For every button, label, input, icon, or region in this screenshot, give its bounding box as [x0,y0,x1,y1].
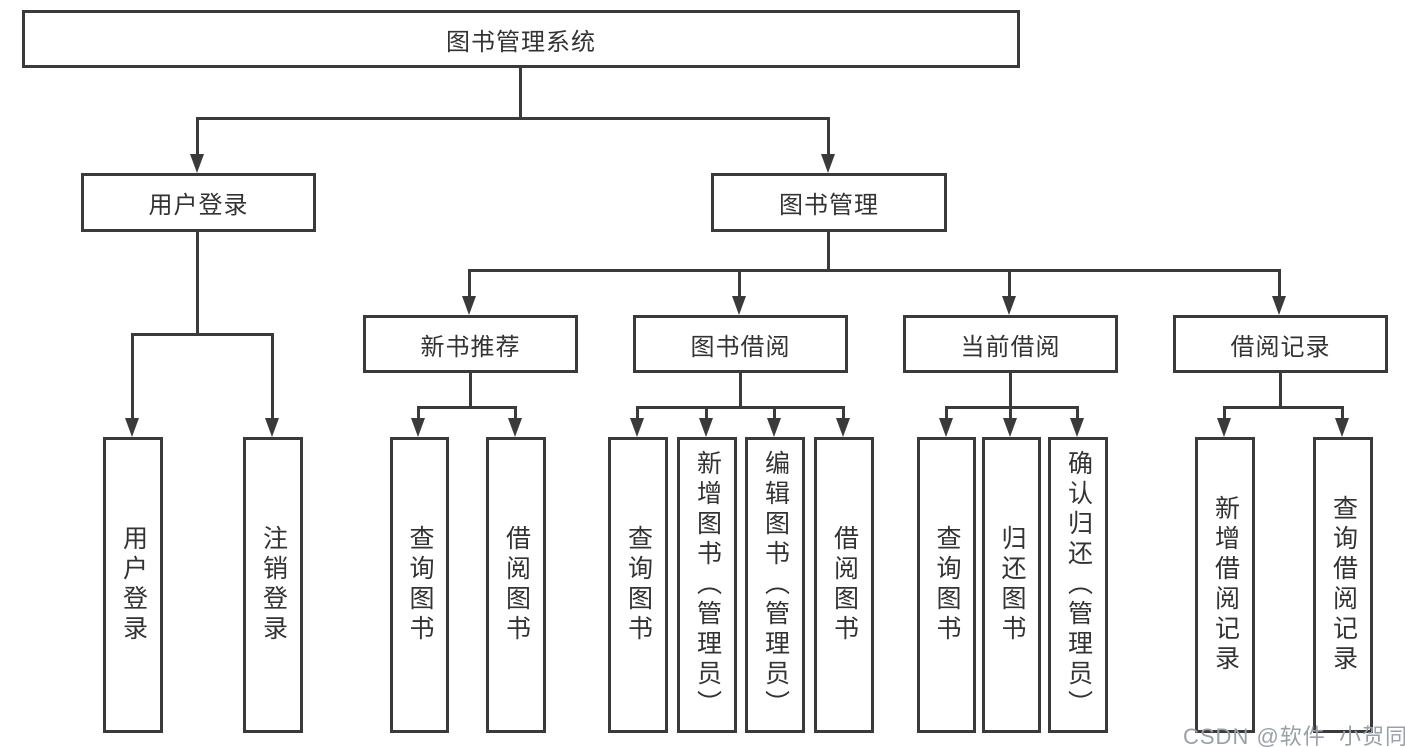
connector-line [945,406,1079,409]
leaf-add-books-admin: 新增图书（管理员） [677,437,737,733]
leaf-user-login: 用户登录 [103,437,163,733]
arrow-down-icon [265,418,279,437]
connector-line [271,333,274,419]
leaf-query-borrow-record: 查询借阅记录 [1313,437,1373,733]
connector-line [773,406,776,422]
connector-line [469,373,472,409]
leaf-query-books-borrow: 查询图书 [608,437,668,733]
csdn-watermark: CSDN @软件_小贺同学 [1183,724,1405,747]
leaf-return-books: 归还图书 [982,437,1041,733]
arrow-down-icon [462,296,476,315]
connector-line [1223,406,1226,422]
arrow-down-icon [821,154,835,173]
arrow-down-icon [1002,296,1016,315]
connector-line [514,406,517,422]
connector-line [945,406,948,422]
arrow-down-icon [630,418,644,437]
arrow-down-icon [1217,418,1231,437]
leaf-query-books-recommend: 查询图书 [390,437,449,733]
arrow-down-icon [836,418,850,437]
arrow-down-icon [699,418,713,437]
connector-line [1009,406,1012,422]
arrow-down-icon [767,418,781,437]
node-user-login: 用户登录 [81,173,316,232]
connector-line [636,406,845,409]
node-root: 图书管理系统 [22,10,1020,68]
connector-line [738,269,741,298]
arrow-down-icon [190,154,204,173]
arrow-down-icon [1070,418,1084,437]
arrow-down-icon [1272,296,1286,315]
arrow-down-icon [125,418,139,437]
connector-line [1341,406,1344,422]
node-book-management: 图书管理 [711,173,947,232]
arrow-down-icon [1335,418,1349,437]
arrow-down-icon [508,418,522,437]
arrow-down-icon [939,418,953,437]
connector-line [636,406,639,422]
connector-line [1009,373,1012,409]
leaf-borrow-books: 借阅图书 [814,437,874,733]
leaf-logout: 注销登录 [243,437,303,733]
leaf-confirm-return-admin: 确认归还（管理员） [1048,437,1108,733]
connector-line [519,68,522,119]
leaf-add-borrow-record: 新增借阅记录 [1195,437,1255,733]
connector-line [827,117,830,156]
connector-line [468,269,471,298]
connector-line [468,269,1281,272]
connector-line [1223,406,1344,409]
leaf-borrow-books-recommend: 借阅图书 [486,437,546,733]
connector-line [417,406,420,422]
arrow-down-icon [411,418,425,437]
node-new-book-recommend: 新书推荐 [363,315,578,373]
connector-line [1008,269,1011,298]
connector-line [1076,406,1079,422]
connector-line [705,406,708,422]
connector-line [739,373,742,409]
leaf-edit-books-admin: 编辑图书（管理员） [745,437,805,733]
connector-line [1278,269,1281,298]
connector-line [842,406,845,422]
connector-line [417,406,517,409]
connector-line [196,232,199,336]
connector-line [131,333,274,336]
node-current-borrow: 当前借阅 [903,315,1118,373]
connector-line [196,117,199,156]
node-borrow-records: 借阅记录 [1173,315,1388,373]
arrow-down-icon [732,296,746,315]
connector-line [827,232,830,272]
connector-line [196,117,830,120]
node-book-borrow: 图书借阅 [633,315,848,373]
leaf-query-books-current: 查询图书 [917,437,976,733]
connector-line [131,333,134,419]
arrow-down-icon [1003,418,1017,437]
connector-line [1279,373,1282,409]
